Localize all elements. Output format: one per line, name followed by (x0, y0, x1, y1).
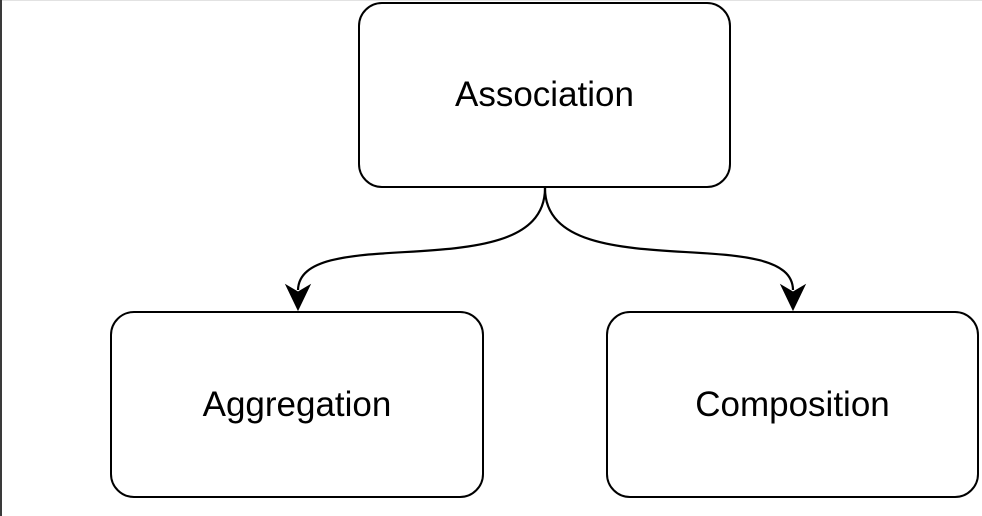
composition-node[interactable]: Composition (606, 311, 979, 498)
edge-association-to-aggregation (296, 187, 547, 291)
association-node[interactable]: Association (358, 2, 731, 188)
aggregation-label: Aggregation (202, 384, 392, 424)
association-label: Association (455, 75, 634, 114)
arrowhead-aggregation (284, 283, 312, 312)
composition-label: Composition (695, 384, 890, 424)
edge-association-to-composition (543, 187, 795, 291)
frame-top-border (0, 0, 982, 1)
frame-left-border (0, 0, 2, 516)
arrowhead-composition (779, 283, 807, 312)
aggregation-node[interactable]: Aggregation (110, 311, 484, 498)
